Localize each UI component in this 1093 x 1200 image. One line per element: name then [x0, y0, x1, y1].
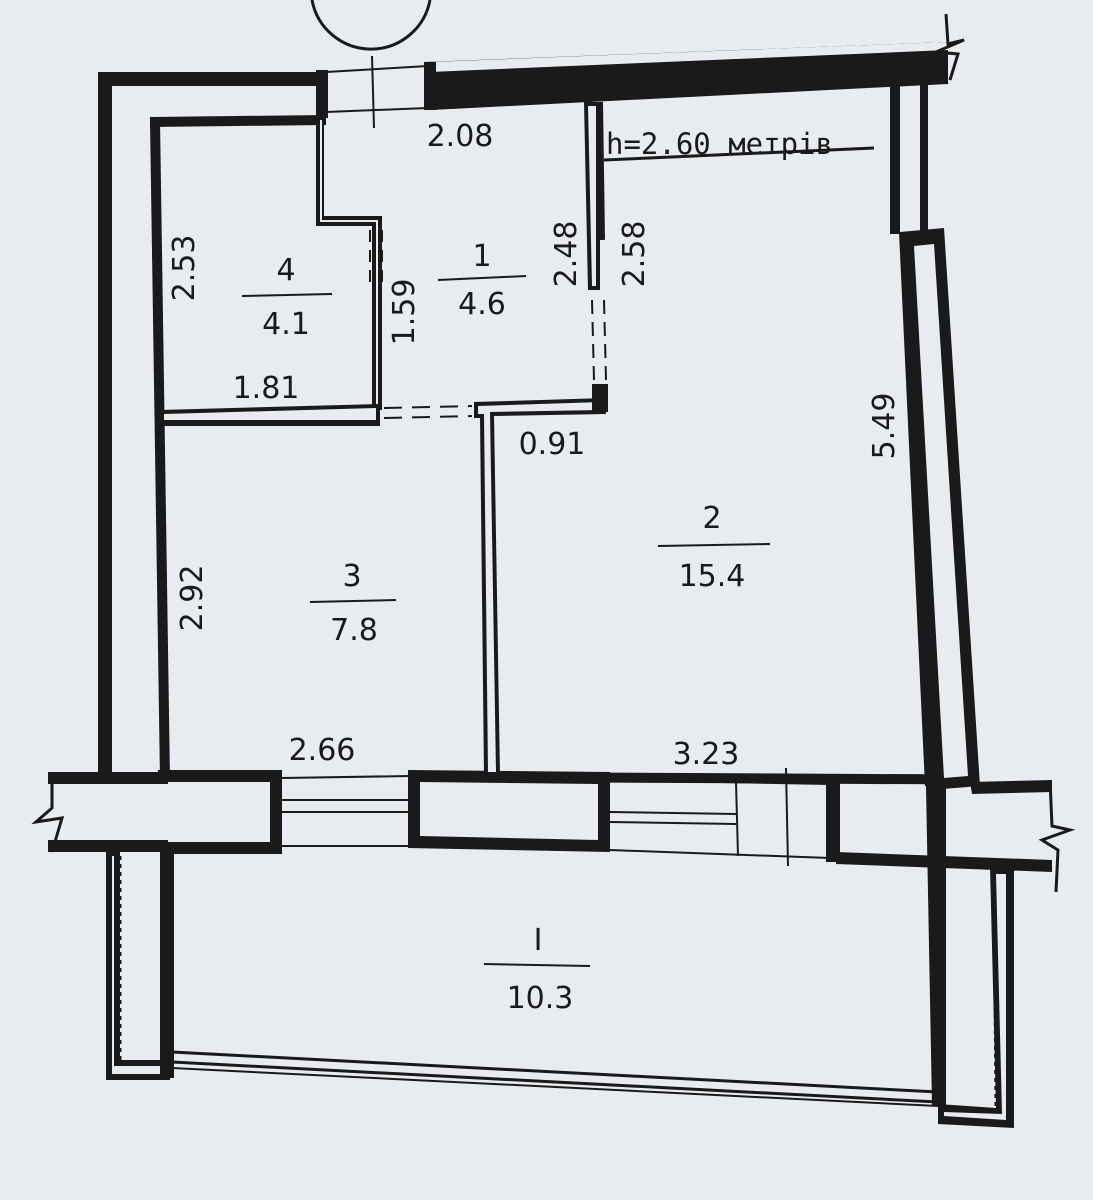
- dim-opening: 0.91: [519, 427, 586, 462]
- top-window-tick: [371, 55, 375, 129]
- wall-balcony-top-left: [160, 842, 282, 854]
- dim-bath-inner: 1.59: [387, 279, 422, 346]
- break-line-right: [1038, 779, 1076, 893]
- window-room2-line-1: [609, 811, 737, 815]
- wall-lower-left-bottom: [48, 840, 168, 852]
- balcony-glazing-1: [171, 1050, 939, 1094]
- wall-right-main-core: [914, 244, 968, 778]
- room2-door-dash-1: [591, 299, 595, 381]
- wall-right-upper-outer: [890, 82, 900, 234]
- room-3-number: 3: [342, 559, 361, 594]
- wall-balcony-right-core: [944, 874, 1006, 1120]
- room-1-fraction: [437, 275, 527, 281]
- room-1-number: 1: [472, 239, 491, 274]
- room-1-area: 4.6: [458, 287, 506, 322]
- wall-corridor-stub: [592, 384, 608, 412]
- break-line-left: [31, 772, 65, 853]
- room-2-area: 15.4: [679, 559, 746, 594]
- wall-lower-right-top: [970, 780, 1052, 794]
- room-3-fraction: [309, 599, 397, 603]
- dim-room2-width: 3.23: [673, 737, 740, 772]
- room-3-area: 7.8: [330, 613, 378, 648]
- dim-room2-left: 2.58: [617, 221, 652, 288]
- room-4-area: 4.1: [262, 307, 310, 342]
- balcony-number: I: [534, 923, 543, 958]
- wall-lower-left-top: [48, 772, 168, 784]
- window-room3-line-3: [281, 775, 411, 779]
- wall-top-inner-right: [429, 76, 949, 110]
- room3-door-dash-2: [383, 415, 473, 419]
- room-4-number: 4: [276, 253, 295, 288]
- wall-top-inner: [149, 115, 327, 127]
- wall-room2-jamb: [826, 782, 840, 862]
- wall-balcony-right-inner: [926, 786, 946, 1106]
- wall-right-upper-inner: [920, 82, 928, 234]
- room-4-fraction: [241, 293, 333, 297]
- height-note-underline: [603, 146, 875, 162]
- wall-room2-bottom: [495, 772, 936, 785]
- balcony-glazing-2: [171, 1060, 939, 1104]
- wall-bath-partition-core: [320, 120, 378, 408]
- wall-top-jamb: [424, 62, 436, 110]
- balcony-fraction: [483, 963, 591, 967]
- wall-top-right-core: [430, 42, 948, 72]
- top-window-line-1: [325, 65, 429, 73]
- room-2-fraction: [657, 543, 771, 547]
- wall-room4-bottom-core: [164, 408, 376, 420]
- wall-pier-core: [420, 782, 598, 840]
- room3-door-dash-1: [383, 405, 473, 409]
- wall-top-jamb-left: [316, 70, 328, 118]
- dim-room2-height: 5.49: [867, 393, 902, 460]
- dim-corridor-right: 2.48: [549, 221, 584, 288]
- balcony-right-hatch: [992, 869, 998, 1111]
- wall-room3-jamb: [270, 770, 282, 848]
- dim-room3-width: 2.66: [289, 733, 356, 768]
- dim-top-width: 2.08: [427, 119, 494, 154]
- room-2-number: 2: [702, 501, 721, 536]
- balcony-area: 10.3: [507, 981, 574, 1016]
- dim-bath-width: 1.81: [233, 371, 300, 406]
- wall-room2-room3-core: [478, 402, 602, 772]
- wall-left-inner: [150, 119, 170, 781]
- north-circle: [310, 0, 432, 51]
- wall-corridor-right-core: [588, 106, 596, 286]
- dim-bath-height: 2.53: [167, 235, 202, 302]
- wall-top-left: [98, 72, 324, 86]
- door-jamb-room2: [735, 781, 739, 857]
- wall-left-outer: [98, 72, 112, 780]
- room2-door-dash-2: [603, 299, 607, 381]
- window-room2-line-4: [609, 849, 831, 859]
- door-tick-room2: [785, 767, 789, 867]
- top-window-line-2: [325, 107, 429, 113]
- window-room2-line-2: [609, 821, 737, 825]
- wall-bath-partition: [316, 118, 382, 410]
- wall-room2-right: [899, 231, 935, 787]
- balcony-glazing-3: [171, 1067, 939, 1107]
- wall-room3-bottom: [158, 770, 276, 782]
- break-line-top: [935, 13, 965, 81]
- wall-balcony-left-inner: [160, 846, 174, 1078]
- dim-room3-height: 2.92: [175, 565, 210, 632]
